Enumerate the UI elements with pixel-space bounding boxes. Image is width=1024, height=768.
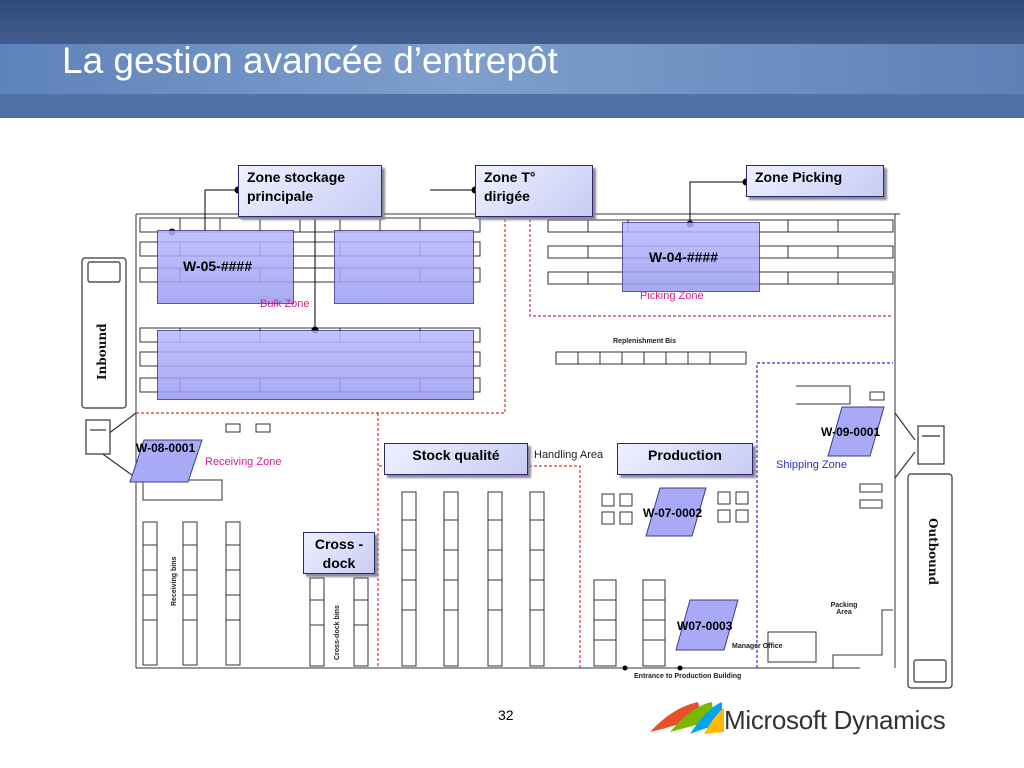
callout-cross-dock: Cross -dock (303, 532, 375, 574)
location-w07-0003: W07-0003 (677, 619, 733, 633)
label-manager-office: Manager Office (732, 643, 783, 650)
label-entrance: Entrance to Production Building (634, 673, 742, 680)
receiving-counter (142, 479, 223, 501)
slide-header: La gestion avancée d’entrepôt (0, 0, 1024, 118)
location-w05: W-05-#### (183, 258, 252, 274)
label-receiving-bins: Receiving bins (171, 556, 178, 606)
slide-title: La gestion avancée d’entrepôt (62, 40, 558, 81)
callout-production: Production (617, 443, 753, 475)
block-bulk-lower (157, 330, 474, 400)
zone-label-bulk: Bulk Zone (260, 298, 310, 310)
callout-zone-picking: Zone Picking (746, 165, 884, 197)
zone-label-handling: Handling Area (534, 449, 604, 461)
receiving-bin-racks (142, 491, 666, 667)
label-packing-area: Packing Area (830, 602, 858, 616)
zone-label-picking: Picking Zone (640, 290, 704, 302)
outbound-truck (907, 425, 953, 689)
brand-logo-text: Microsoft Dynamics (724, 705, 946, 735)
location-w09: W-09-0001 (821, 425, 881, 439)
tag-w09 (827, 406, 885, 457)
label-outbound: Outbound (926, 518, 940, 585)
tag-w08 (129, 439, 203, 483)
tag-w07-0003 (675, 599, 739, 651)
zone-label-receiving: Receiving Zone (205, 456, 282, 468)
label-cross-dock-bins: Cross-dock bins (334, 605, 341, 660)
callout-stock-qualite: Stock qualité (384, 443, 528, 475)
block-w05 (157, 230, 294, 304)
location-w08: W-08-0001 (136, 441, 196, 455)
label-inbound: Inbound (95, 323, 109, 380)
block-bulk-upper-right (334, 230, 474, 304)
microsoft-logo-icon (650, 702, 724, 734)
location-w07-0002: W-07-0002 (643, 506, 703, 520)
dock-markers (225, 391, 885, 509)
production-boxes (601, 491, 749, 525)
tag-w07-0002 (645, 487, 707, 537)
shipping-counter (767, 385, 893, 668)
page-number: 32 (498, 707, 514, 723)
callout-zone-stockage: Zone stockage principale (238, 165, 382, 217)
zone-label-shipping: Shipping Zone (776, 459, 847, 471)
location-w04: W-04-#### (649, 249, 718, 265)
callout-zone-t: Zone T° dirigée (475, 165, 593, 217)
label-replenishment: Replenishment Bis (613, 338, 677, 345)
block-w04 (622, 222, 760, 292)
inbound-truck (81, 257, 127, 455)
